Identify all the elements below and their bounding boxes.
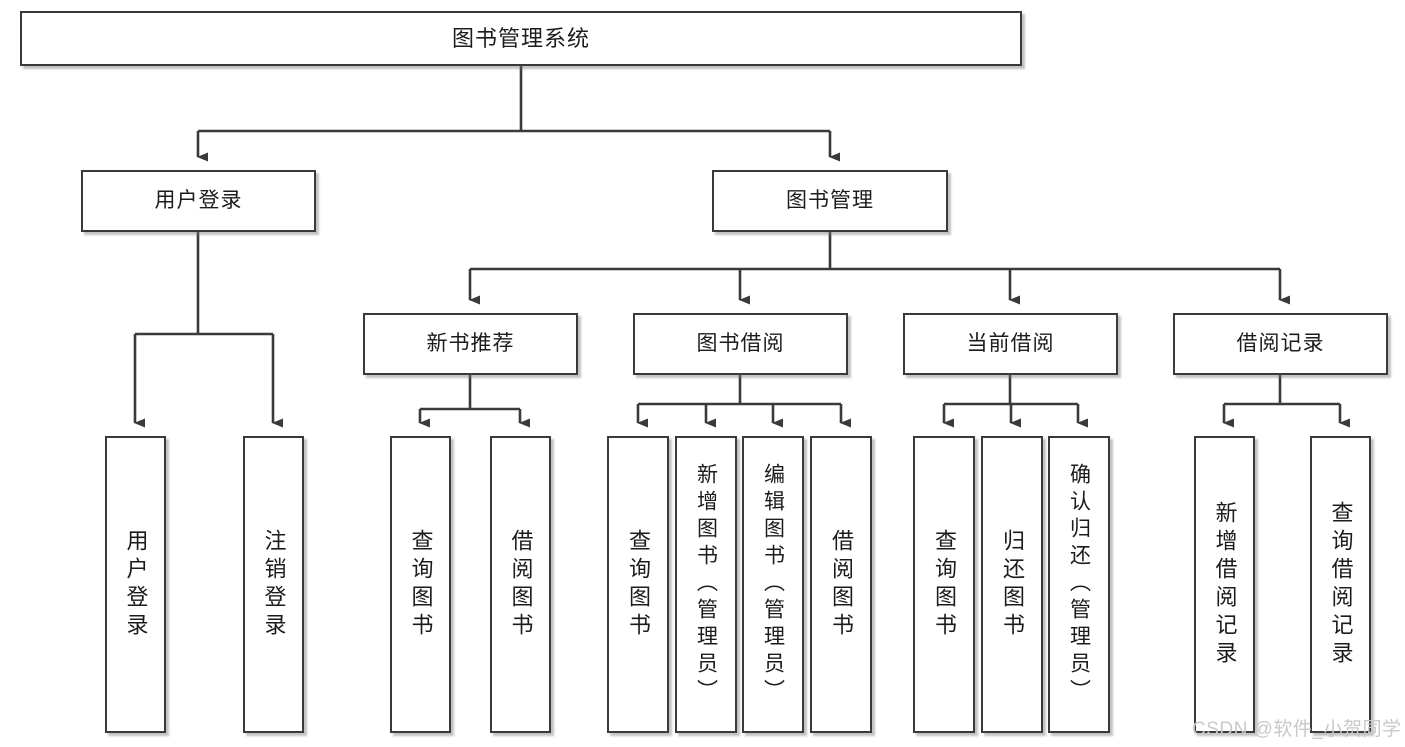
- node-book-manage-label: 图书管理: [786, 188, 874, 212]
- node-leaf-book-borrow-1[interactable]: 查询图书: [607, 436, 669, 733]
- node-leaf-new-book-2[interactable]: 借阅图书: [490, 436, 551, 733]
- node-leaf-new-book-2-label: 借阅图书: [508, 528, 534, 641]
- node-leaf-book-borrow-1-label: 查询图书: [626, 528, 651, 641]
- node-leaf-book-borrow-2[interactable]: 新增图书（管理员）: [675, 436, 737, 733]
- node-leaf-borrow-record-1[interactable]: 新增借阅记录: [1194, 436, 1255, 733]
- node-leaf-borrow-record-2[interactable]: 查询借阅记录: [1310, 436, 1371, 733]
- node-leaf-user-login-2-label: 注销登录: [261, 528, 287, 641]
- node-book-manage[interactable]: 图书管理: [712, 170, 948, 232]
- node-root-label: 图书管理系统: [451, 25, 590, 51]
- node-leaf-book-borrow-4-label: 借阅图书: [829, 528, 854, 641]
- node-book-borrow-label: 图书借阅: [696, 331, 785, 355]
- node-borrow-record-label: 借阅记录: [1236, 331, 1325, 355]
- node-book-borrow[interactable]: 图书借阅: [633, 313, 848, 375]
- node-new-book-recommend[interactable]: 新书推荐: [363, 313, 578, 375]
- node-leaf-current-borrow-2[interactable]: 归还图书: [981, 436, 1043, 733]
- node-leaf-book-borrow-3[interactable]: 编辑图书（管理员）: [742, 436, 804, 733]
- node-borrow-record[interactable]: 借阅记录: [1173, 313, 1388, 375]
- watermark: CSDN @软件_小贺同学: [1192, 719, 1402, 740]
- node-leaf-new-book-1[interactable]: 查询图书: [390, 436, 451, 733]
- node-leaf-user-login-2[interactable]: 注销登录: [243, 436, 304, 733]
- node-current-borrow[interactable]: 当前借阅: [903, 313, 1118, 375]
- node-root[interactable]: 图书管理系统: [20, 11, 1022, 66]
- node-leaf-current-borrow-3-label: 确认归还（管理员）: [1067, 463, 1091, 706]
- node-leaf-book-borrow-4[interactable]: 借阅图书: [810, 436, 872, 733]
- node-leaf-book-borrow-3-label: 编辑图书（管理员）: [761, 463, 785, 706]
- node-leaf-current-borrow-1-label: 查询图书: [932, 528, 957, 641]
- node-leaf-borrow-record-1-label: 新增借阅记录: [1212, 500, 1238, 669]
- node-leaf-user-login-1[interactable]: 用户登录: [105, 436, 166, 733]
- node-leaf-book-borrow-2-label: 新增图书（管理员）: [694, 463, 718, 706]
- node-leaf-current-borrow-2-label: 归还图书: [1000, 528, 1025, 641]
- node-leaf-user-login-1-label: 用户登录: [123, 528, 149, 641]
- node-leaf-current-borrow-3[interactable]: 确认归还（管理员）: [1048, 436, 1110, 733]
- node-leaf-borrow-record-2-label: 查询借阅记录: [1328, 500, 1354, 669]
- node-leaf-current-borrow-1[interactable]: 查询图书: [913, 436, 975, 733]
- node-user-login[interactable]: 用户登录: [81, 170, 316, 232]
- node-current-borrow-label: 当前借阅: [966, 331, 1055, 355]
- node-user-login-label: 用户登录: [154, 188, 243, 212]
- node-leaf-new-book-1-label: 查询图书: [408, 528, 434, 641]
- node-new-book-recommend-label: 新书推荐: [426, 331, 515, 355]
